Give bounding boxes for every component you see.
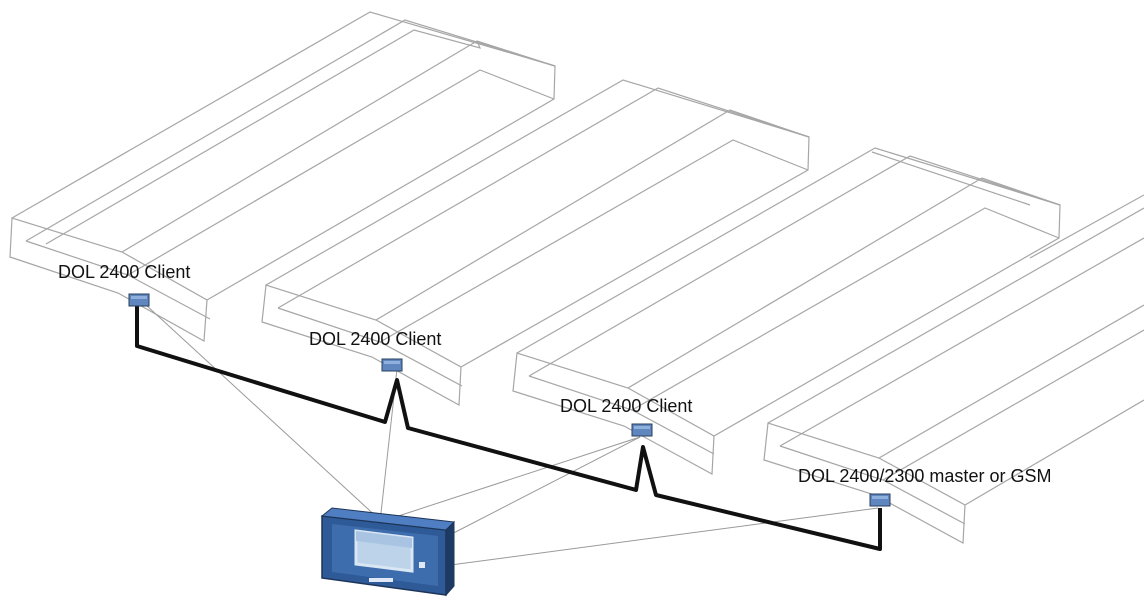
client-label-1: DOL 2400 Client <box>58 262 191 282</box>
building-1 <box>9 11 556 342</box>
network-unit-icon <box>631 423 653 437</box>
client-label-2: DOL 2400 Client <box>309 329 442 349</box>
building-2 <box>261 79 810 406</box>
building-3 <box>512 147 1061 475</box>
master-label: DOL 2400/2300 master or GSM <box>798 466 1052 486</box>
building-4 <box>763 194 1144 544</box>
network-cable <box>135 305 882 551</box>
wireless-links <box>145 304 879 567</box>
client-label-3: DOL 2400 Client <box>560 396 693 416</box>
network-unit-icon <box>128 293 150 307</box>
controller-panel-icon <box>320 507 456 597</box>
network-unit-icon <box>381 358 403 372</box>
network-unit-icon <box>869 493 891 507</box>
